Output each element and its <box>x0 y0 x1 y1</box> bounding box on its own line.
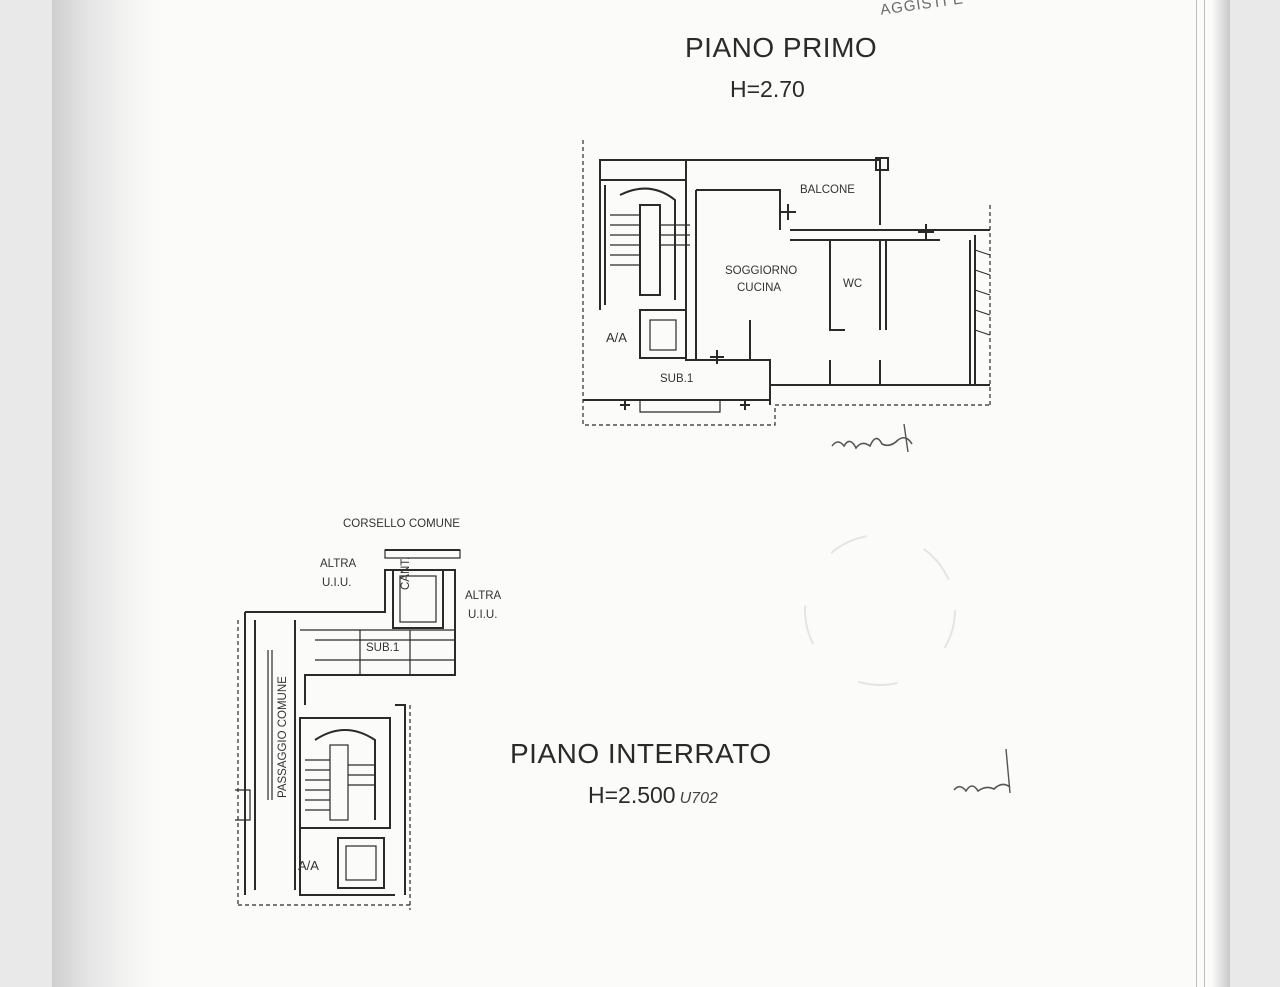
room-label-balcone: BALCONE <box>800 184 855 196</box>
piano-interrato-height-note: U702 <box>679 790 718 807</box>
signature-mark <box>953 748 1011 794</box>
page-edge <box>1212 0 1230 987</box>
document-page <box>52 0 1230 987</box>
margin-line <box>1204 0 1205 987</box>
margin-line <box>1196 0 1197 987</box>
room-label-sub-interrato: SUB.1 <box>366 642 400 654</box>
room-label-aa-interrato: A/A <box>298 858 319 873</box>
room-label-uiu-left: U.I.U. <box>322 577 352 589</box>
piano-interrato-title: PIANO INTERRATO <box>510 738 772 769</box>
piano-primo-height: H=2.70 <box>730 76 805 102</box>
room-label-altra-right: ALTRA <box>465 590 502 602</box>
room-label-altra-left: ALTRA <box>320 558 357 570</box>
room-label-passaggio: PASSAGGIO COMUNE <box>277 676 289 798</box>
page-shadow <box>52 0 162 987</box>
room-label-aa: A/A <box>606 330 627 345</box>
room-label-corsello: CORSELLO COMUNE <box>343 518 460 530</box>
room-label-uiu-right: U.I.U. <box>468 609 498 621</box>
room-label-sub: SUB.1 <box>660 373 694 385</box>
room-label-cucina: CUCINA <box>737 282 782 294</box>
room-label-soggiorno: SOGGIORNO <box>725 265 798 277</box>
signature-mark <box>831 423 913 453</box>
piano-interrato-height-value: H=2.500 <box>588 782 676 808</box>
piano-primo-title: PIANO PRIMO <box>685 32 878 63</box>
room-label-cant: CANT. <box>400 556 412 590</box>
room-label-wc: WC <box>843 278 863 290</box>
